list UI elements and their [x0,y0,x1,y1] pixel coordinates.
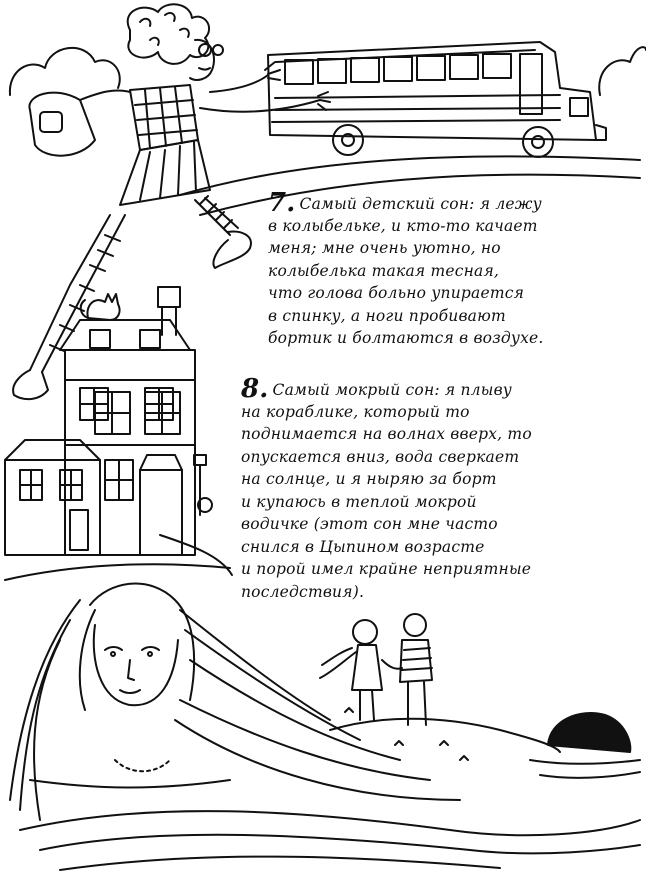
paragraph-line: в колыбельке, и кто-то качает [268,216,538,235]
paragraph-line: опускается вниз, вода сверкает [241,447,520,466]
paragraph-text: Самый детский сон: я лежу [299,195,542,213]
school-bus-illustration [267,41,607,158]
paragraph-line: снился в Цыпином возрасте [241,537,485,556]
cloud-right-illustration [598,46,646,96]
paragraph-line: и порой имел крайне неприятные [241,560,532,578]
woman-with-long-hair-illustration [9,582,641,871]
paragraph-line: водичке (этот сон мне часто [241,515,498,533]
paragraph-line: на солнце, и я ныряю за борт [241,470,497,488]
paragraph-line: 8.Самый мокрый сон: я плыву [241,376,532,402]
paragraph-line: поднимается на волнах вверх, то [241,425,532,443]
paragraph-line: колыбелька такая тесная, [268,261,500,280]
couple-holding-hands-illustration [319,613,561,761]
dream-paragraph-7: 7.Самый детский сон: я лежу в колыбельке… [268,190,544,350]
road-illustration [4,155,641,581]
paragraph-number: 7. [268,188,296,218]
paragraph-line: последствия). [241,582,365,601]
paragraph-line: что голова больно упирается [268,284,525,302]
dream-paragraph-8: 8.Самый мокрый сон: я плыву на кораблике… [241,376,532,603]
cloud-left-illustration [8,46,121,96]
paragraph-line: меня; мне очень уютно, но [268,239,501,257]
setting-sun-illustration [529,712,641,779]
paragraph-line: на кораблике, который то [241,402,470,421]
house-with-cat-illustration [4,286,213,556]
paragraph-line: 7.Самый детский сон: я лежу [268,190,544,216]
paragraph-number: 8. [241,374,269,404]
paragraph-line: бортик и болтаются в воздухе. [268,329,544,347]
paragraph-line: в спинку, а ноги пробивают [268,306,506,325]
girl-running-illustration [12,3,331,401]
paragraph-text: Самый мокрый сон: я плыву [272,381,512,399]
paragraph-line: и купаюсь в теплой мокрой [241,492,477,511]
